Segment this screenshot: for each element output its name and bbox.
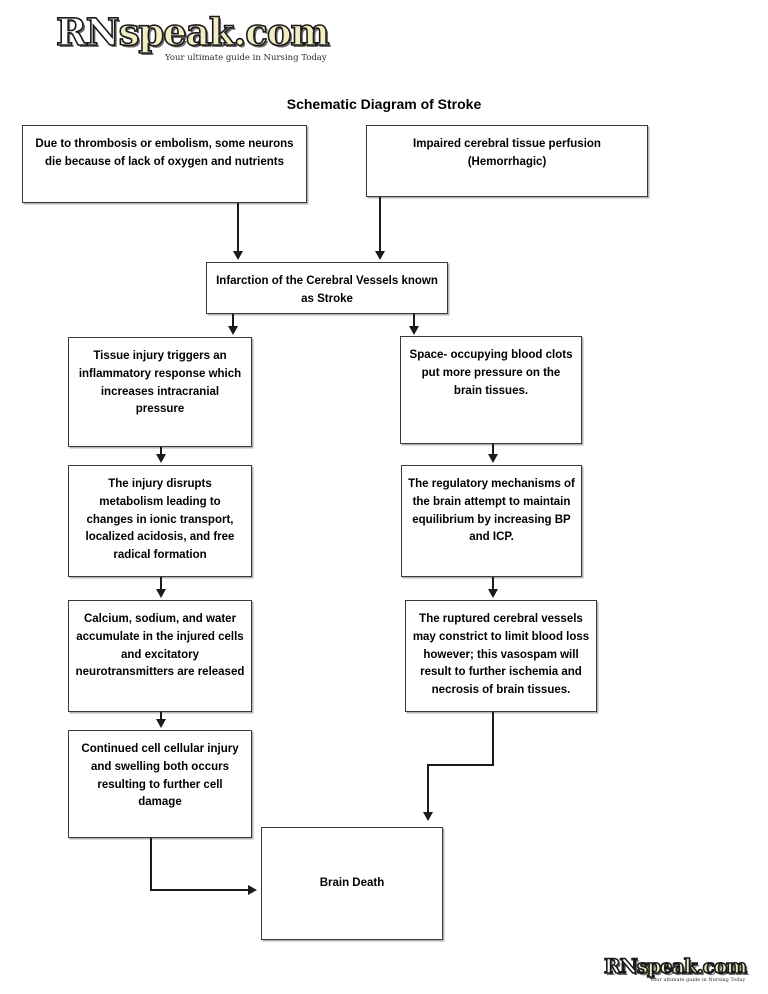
connector-infarction-to-right-vertical xyxy=(413,314,415,328)
connector-right3-to-braindeath-horizontal xyxy=(427,764,494,766)
node-left-ion-accumulation: Calcium, sodium, and water accumulate in… xyxy=(68,600,252,712)
connector-right3-to-braindeath-v2 xyxy=(427,764,429,814)
node-right-regulatory-mechanisms: The regulatory mechanisms of the brain a… xyxy=(401,465,582,577)
connector-left1-to-left2 xyxy=(160,447,162,456)
connector-left3-to-left4 xyxy=(160,712,162,721)
arrowhead-left2-to-left3 xyxy=(156,589,166,598)
connector-ischemic-to-infarction xyxy=(237,203,239,253)
node-left-metabolism-disruption: The injury disrupts metabolism leading t… xyxy=(68,465,252,577)
connector-left4-to-braindeath-vertical xyxy=(150,838,152,891)
node-infarction: Infarction of the Cerebral Vessels known… xyxy=(206,262,448,314)
logo-tagline-bottom: Your ultimate guide in Nursing Today xyxy=(650,977,746,983)
node-right-blood-clots: Space- occupying blood clots put more pr… xyxy=(400,336,582,444)
node-ischemic-cause: Due to thrombosis or embolism, some neur… xyxy=(22,125,307,203)
node-hemorrhagic-cause: Impaired cerebral tissue perfusion (Hemo… xyxy=(366,125,648,197)
node-brain-death: Brain Death xyxy=(261,827,443,940)
logo-wordmark-bottom: RNspeak.com xyxy=(603,954,748,978)
logo-text-rn: RN xyxy=(55,10,120,54)
arrowhead-right2-to-right3 xyxy=(488,589,498,598)
arrowhead-infarction-to-right xyxy=(409,326,419,335)
node-right-ruptured-vessels: The ruptured cerebral vessels may constr… xyxy=(405,600,597,712)
rnspeak-logo-bottom: RNspeak.com Your ultimate guide in Nursi… xyxy=(603,954,748,983)
arrowhead-right1-to-right2 xyxy=(488,454,498,463)
logo-text-rn-bottom: RN xyxy=(603,954,638,978)
connector-infarction-to-left xyxy=(232,314,234,328)
logo-text-speak: speak.com xyxy=(118,10,331,54)
rnspeak-logo-top: RNspeak.com Your ultimate guide in Nursi… xyxy=(55,13,330,63)
arrowhead-left4-to-braindeath xyxy=(248,885,257,895)
diagram-title: Schematic Diagram of Stroke xyxy=(286,96,482,112)
connector-left4-to-braindeath-horizontal xyxy=(150,889,250,891)
arrowhead-hemorrhagic-to-infarction xyxy=(375,251,385,260)
connector-right1-to-right2 xyxy=(492,444,494,456)
node-left-continued-injury: Continued cell cellular injury and swell… xyxy=(68,730,252,838)
node-left-inflammatory-response: Tissue injury triggers an inflammatory r… xyxy=(68,337,252,447)
connector-right3-to-braindeath-v1 xyxy=(492,712,494,766)
arrowhead-ischemic-to-infarction xyxy=(233,251,243,260)
connector-left2-to-left3 xyxy=(160,577,162,591)
logo-tagline: Your ultimate guide in Nursing Today xyxy=(165,53,327,63)
connector-right2-to-right3 xyxy=(492,577,494,591)
arrowhead-left3-to-left4 xyxy=(156,719,166,728)
arrowhead-left1-to-left2 xyxy=(156,454,166,463)
logo-text-speak-bottom: speak.com xyxy=(636,954,748,978)
connector-hemorrhagic-to-infarction xyxy=(379,197,381,253)
logo-wordmark: RNspeak.com xyxy=(55,13,330,52)
arrowhead-infarction-to-left xyxy=(228,326,238,335)
arrowhead-right3-to-braindeath xyxy=(423,812,433,821)
